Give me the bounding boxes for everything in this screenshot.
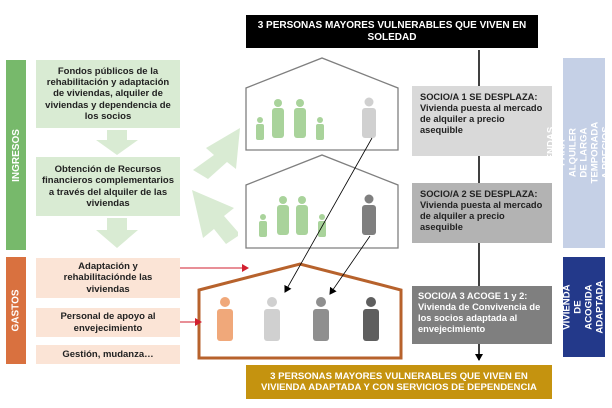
- arrow-icon: [192, 190, 238, 244]
- house-3: [197, 262, 403, 360]
- acogida-bar: VIVIENDA DE ACOGIDA ADAPTADA: [562, 257, 606, 357]
- arrow-icon: [96, 130, 138, 155]
- family-icon: [256, 99, 324, 140]
- arrow-icon: [193, 128, 240, 179]
- ingresos-box-2: Obtención de Recursos financieros comple…: [36, 157, 180, 216]
- ingresos-box-1: Fondos públicos de la rehabilitación y a…: [36, 60, 180, 128]
- gastos-box-2: Personal de apoyo al envejecimiento: [36, 308, 180, 337]
- socio-box-1: SOCIO/A 1 SE DESPLAZA: Vivienda puesta a…: [412, 86, 552, 156]
- person-icon: [264, 297, 280, 341]
- alquiler-bar: VIVIENDAS PARA ALQUILER DE LARGA TEMPORA…: [545, 58, 612, 248]
- gastos-box-3: Gestión, mudanza…: [36, 345, 180, 364]
- person-icon: [362, 97, 376, 138]
- family-icon: [259, 196, 326, 237]
- person-icon: [362, 194, 376, 235]
- socio-box-3: SOCIO/A 3 ACOGE 1 y 2: Vivienda de Convi…: [412, 286, 552, 344]
- socio-box-2: SOCIO/A 2 SE DESPLAZA: Vivienda puesta a…: [412, 183, 552, 243]
- gastos-box-1: Adaptación y rehabilitaciónde las vivien…: [36, 258, 180, 298]
- arrow-icon: [96, 218, 138, 248]
- person-icon: [363, 297, 379, 341]
- ingresos-bar: INGRESOS: [6, 60, 26, 250]
- arrow-icon: [284, 137, 373, 293]
- gastos-bar: GASTOS: [6, 257, 26, 364]
- person-icon: [313, 297, 329, 341]
- header-top: 3 PERSONAS MAYORES VULNERABLES QUE VIVEN…: [246, 15, 538, 48]
- header-bottom: 3 PERSONAS MAYORES VULNERABLES QUE VIVEN…: [246, 365, 552, 399]
- person-icon: [217, 297, 233, 341]
- arrow-icon: [329, 235, 371, 295]
